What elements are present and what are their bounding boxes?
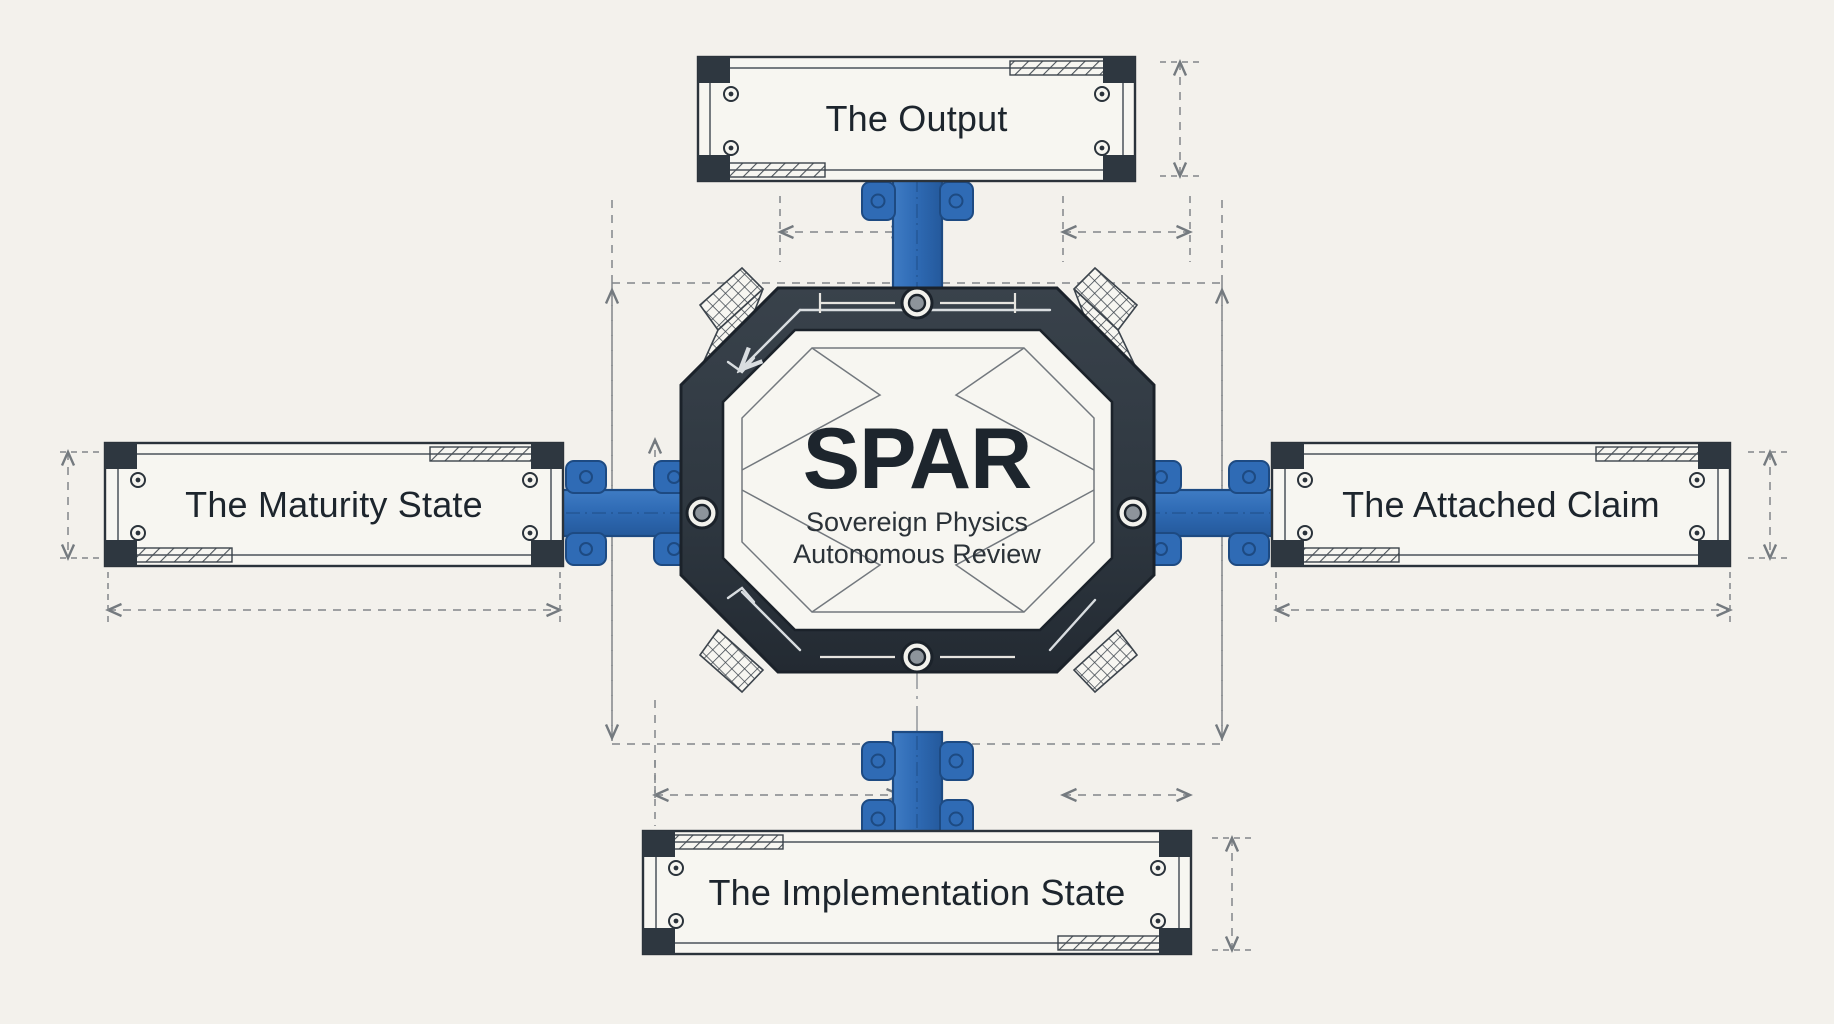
node-implementation-state[interactable] (641, 829, 1193, 956)
node-maturity-state[interactable] (103, 441, 565, 568)
hub-inner-octagon (721, 328, 1114, 632)
connector-arm-top[interactable] (861, 170, 974, 296)
connector-arm-right[interactable] (1138, 460, 1277, 566)
hub-construction-lines (741, 347, 1095, 613)
hub-bolt-right[interactable] (1116, 496, 1150, 530)
hub-hatch-shoulders (698, 266, 1139, 694)
connector-arm-bottom[interactable] (861, 730, 974, 842)
hub-bolt-left[interactable] (685, 496, 719, 530)
spar-hub[interactable] (679, 266, 1156, 694)
connector-arm-left[interactable] (558, 460, 697, 566)
hub-bolt-top[interactable] (818, 286, 1017, 320)
node-output[interactable] (696, 55, 1137, 183)
hub-bolt-bottom[interactable] (820, 640, 1015, 674)
node-attached-claim[interactable] (1270, 441, 1732, 568)
hub-arrow-heads (726, 356, 756, 604)
